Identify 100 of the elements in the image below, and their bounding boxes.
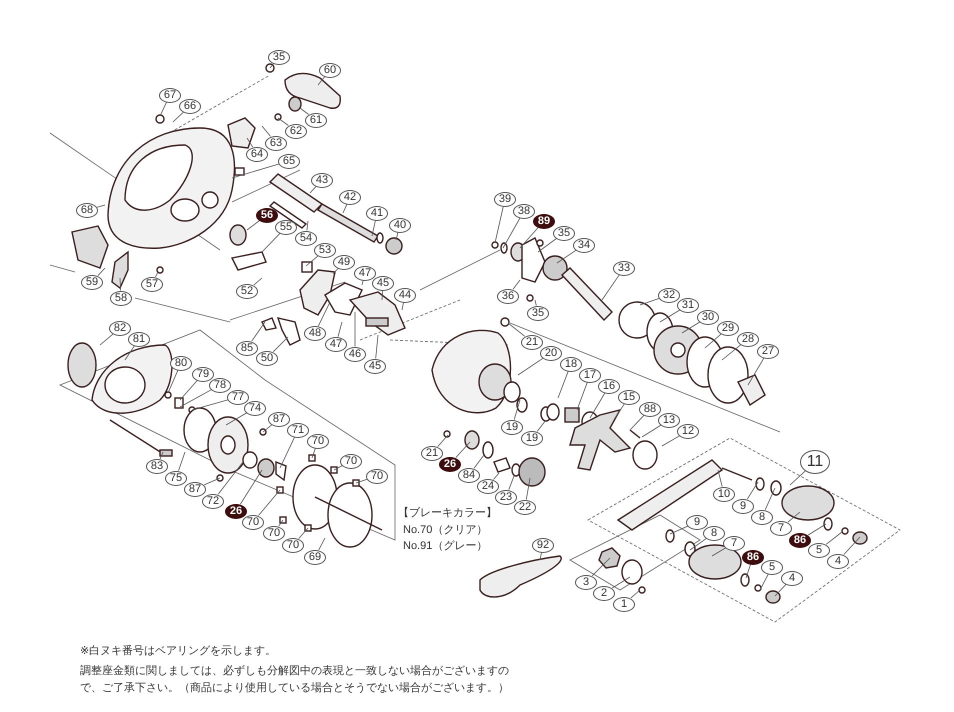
callout-number: 18	[560, 356, 582, 372]
leader-line	[168, 370, 178, 394]
leader-line	[662, 435, 680, 446]
leader-line	[790, 470, 806, 486]
leader-line	[722, 344, 742, 360]
callout-number: 44	[394, 288, 416, 302]
leader-line	[172, 112, 184, 122]
leader-line	[494, 206, 504, 244]
leader-line	[843, 536, 860, 555]
leader-line	[748, 358, 764, 386]
leader-line	[670, 526, 688, 534]
leader-line	[338, 322, 342, 337]
brake-color-heading: 【ブレーキカラー】	[398, 506, 497, 521]
callout-number: 49	[333, 254, 355, 270]
callout-number: 16	[598, 378, 620, 394]
callout-number: 67	[159, 88, 181, 102]
leader-line	[534, 300, 537, 306]
callout-number: 54	[295, 230, 317, 246]
leader-line	[642, 424, 662, 438]
callout-number: 36	[497, 288, 519, 304]
leader-line	[300, 108, 309, 115]
leader-line	[508, 322, 526, 337]
leader-line	[536, 420, 546, 432]
callout-number: 2	[593, 586, 615, 600]
callout-number: 29	[717, 320, 739, 336]
leader-line	[160, 452, 164, 460]
callout-number: 92	[532, 538, 554, 552]
callout-number: 10	[713, 486, 735, 502]
leader-line	[160, 102, 167, 116]
leader-line	[246, 220, 260, 230]
leader-line	[312, 448, 316, 458]
leader-line	[660, 310, 680, 322]
callout-number: 8	[703, 526, 725, 540]
leader-line	[356, 478, 368, 484]
leader-line	[612, 576, 630, 588]
callout-number: 70	[307, 434, 329, 448]
callout-number: 68	[76, 202, 98, 218]
leader-line	[538, 238, 557, 252]
leader-line	[518, 358, 544, 376]
callout-number: 5	[761, 560, 783, 574]
leader-line	[155, 272, 158, 278]
callout-number: 50	[256, 350, 278, 366]
callout-number: 34	[573, 238, 595, 252]
leader-line	[124, 345, 135, 360]
callout-number: 22	[514, 500, 536, 514]
callout-number: 12	[677, 424, 699, 438]
leader-line	[512, 280, 520, 290]
callout-number: 65	[278, 154, 300, 168]
callout-number: 47	[325, 336, 347, 352]
leader-line	[306, 220, 308, 231]
leader-line	[520, 227, 539, 248]
leader-line	[502, 218, 520, 248]
callout-number: 40	[389, 218, 411, 232]
leader-line	[437, 434, 448, 447]
callout-number: 27	[757, 344, 779, 358]
leader-line	[760, 574, 769, 590]
callout-number: 57	[141, 276, 163, 292]
leader-line	[704, 334, 722, 348]
leader-line	[558, 370, 569, 398]
callout-number: 28	[737, 332, 759, 346]
callout-number: 84	[458, 468, 480, 482]
callout-number: 33	[613, 260, 635, 276]
callout-number: 5	[808, 542, 830, 558]
leader-line	[280, 436, 295, 468]
leader-line	[712, 548, 726, 556]
callout-number: 19	[521, 430, 543, 446]
leader-line	[764, 488, 776, 510]
leader-line	[630, 590, 640, 598]
leader-line	[226, 412, 248, 426]
callout-number: 70	[282, 538, 304, 552]
callout-number: 41	[366, 206, 388, 220]
callout-number: 86	[742, 550, 764, 564]
leader-line	[98, 268, 106, 276]
leader-line	[682, 322, 700, 334]
leader-line	[592, 558, 610, 576]
callout-number: 87	[268, 412, 290, 426]
callout-number: 79	[192, 366, 214, 382]
washer-note: 調整座金類に関しましては、必ずしも分解図中の表現と一致しない場合がございますので、ご了承下さい。（商品により使用している場合とそうでない場合がございます。）	[80, 664, 510, 696]
callout-number: 70	[242, 514, 264, 530]
leader-line	[746, 482, 758, 500]
leader-line	[602, 274, 620, 300]
callout-number: 62	[285, 124, 307, 138]
callout-number: 3	[575, 574, 597, 590]
callout-number: 72	[202, 494, 224, 508]
callout-number: 7	[770, 520, 792, 536]
callout-number: 9	[732, 498, 754, 514]
callout-number: 17	[579, 368, 601, 382]
leader-line	[614, 403, 625, 418]
leader-line	[493, 472, 500, 480]
leader-line	[590, 392, 606, 418]
leader-line	[774, 584, 786, 596]
leader-line	[310, 186, 316, 194]
leader-line	[318, 302, 330, 326]
callout-number: 47	[354, 266, 376, 280]
callout-number: 70	[263, 526, 285, 540]
callout-number: 7	[723, 536, 745, 550]
callout-number: 11	[800, 450, 830, 474]
callout-number: 26	[439, 456, 461, 472]
callout-number: 13	[658, 412, 680, 428]
callout-number: 24	[477, 478, 499, 494]
